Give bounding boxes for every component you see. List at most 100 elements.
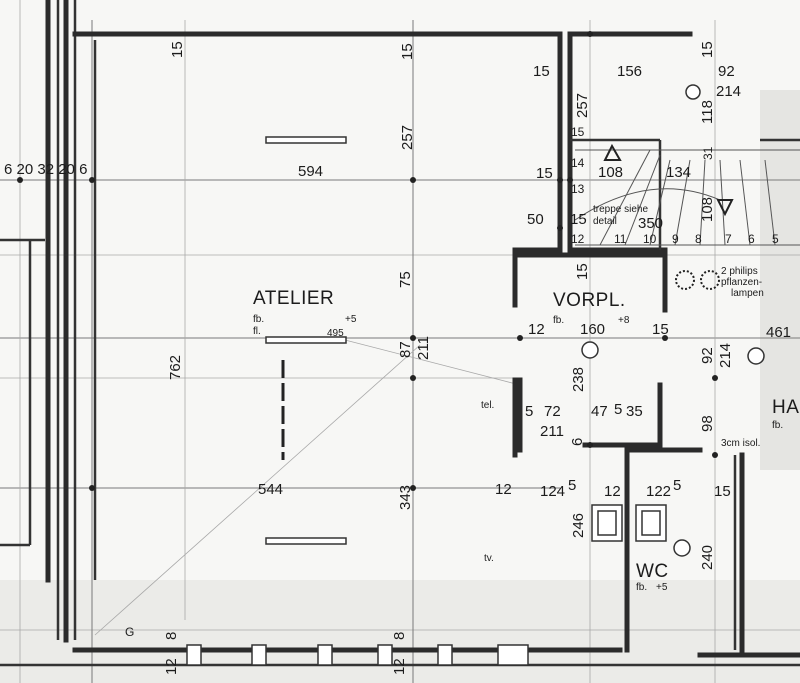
dim-label: 15	[169, 41, 186, 58]
room-name-vorpl: VORPL.	[553, 290, 626, 311]
skylight-bar	[265, 537, 347, 545]
dim-label: 15	[574, 263, 591, 280]
room-name-atelier: ATELIER	[253, 288, 334, 309]
dim-label: 8	[163, 632, 180, 640]
dim-label: 12	[163, 658, 180, 675]
lamp-note-line1: 2 philips	[721, 266, 758, 277]
dim-label: 156	[617, 63, 642, 80]
dim-label: 108	[598, 164, 623, 181]
dim-label: 246	[570, 513, 587, 538]
lamp-note-line2: pflanzen-	[721, 277, 762, 288]
dim-label: 343	[397, 485, 414, 510]
tv-outlet-label: tv.	[484, 553, 494, 564]
ceiling-light-icon	[673, 539, 691, 557]
dim-label: 8	[391, 632, 408, 640]
room-labels: ATELIER fb. +5 fl. 495 VORPL. fb. +8 WC …	[253, 288, 799, 593]
dim-label: 47	[591, 403, 608, 420]
window-jamb	[437, 644, 453, 666]
stair-down-arrow-icon	[716, 199, 734, 217]
dim-label: 12	[604, 483, 621, 500]
bottom-wall	[0, 644, 800, 667]
dimension-labels: 6 20 32 20 6 15 15 257 594 75 87 211 762…	[4, 41, 791, 675]
toilet-inner	[641, 510, 661, 536]
dim-label: 15	[699, 41, 716, 58]
dim-label: 762	[167, 355, 184, 380]
step-number: 12	[571, 232, 585, 246]
wc-fixtures	[581, 84, 765, 557]
dim-label: 12	[528, 321, 545, 338]
dim-label: 214	[717, 343, 734, 368]
dim-label: G	[125, 625, 134, 639]
vorpl-fb-value: +8	[618, 315, 630, 326]
step-number: 11	[614, 232, 627, 246]
dim-label: 257	[399, 125, 416, 150]
dim-label: 15	[536, 165, 553, 182]
dim-label: 15	[714, 483, 731, 500]
window-jamb	[377, 644, 393, 666]
step-number: 10	[643, 232, 657, 246]
atelier-fb-label: fb.	[253, 314, 264, 325]
dim-label: 240	[699, 545, 716, 570]
dim-label: 31	[701, 146, 715, 160]
step-number: 13	[571, 182, 585, 196]
tel-outlet-label: tel.	[481, 400, 494, 411]
dim-label: 5	[568, 477, 576, 494]
dim-label: 15	[533, 63, 550, 80]
stair-note-line1: treppe siehe	[593, 204, 648, 215]
wc-fb-label: fb.	[636, 582, 647, 593]
room-name-ha: HA	[772, 397, 799, 418]
dim-label: 5	[525, 403, 533, 420]
dim-label: 594	[298, 163, 323, 180]
ceiling-light-icon	[685, 84, 701, 100]
step-number: 7	[725, 232, 732, 246]
dim-label: 350	[638, 215, 663, 232]
wc-walls	[624, 447, 745, 653]
dim-label: 5	[673, 477, 681, 494]
step-number: 5	[772, 232, 779, 246]
dim-label: 118	[699, 100, 716, 124]
vorplatz-walls	[515, 252, 668, 453]
dim-label: 211	[415, 336, 432, 360]
wash-basin-inner	[597, 510, 617, 536]
dim-label: 238	[570, 367, 587, 392]
dim-label: 160	[580, 321, 605, 338]
atelier-fixtures	[265, 136, 347, 545]
left-wall	[0, 0, 77, 643]
atelier-fl-value: 495	[327, 328, 344, 339]
dim-label: 15	[570, 211, 587, 228]
dim-label: 15	[399, 43, 416, 60]
atelier-fb-value: +5	[345, 314, 357, 325]
dim-label: 75	[397, 271, 414, 288]
dim-label: 92	[718, 63, 735, 80]
dim-label: 134	[666, 164, 691, 181]
window-jamb	[497, 644, 529, 666]
dim-label: 6	[569, 438, 586, 446]
stair-up-arrow-icon	[603, 143, 622, 161]
dim-label: 92	[699, 347, 716, 364]
atelier-fl-label: fl.	[253, 326, 261, 337]
wc-fb-value: +5	[656, 582, 668, 593]
dim-label: 12	[495, 481, 512, 498]
dim-label: 5	[614, 401, 622, 418]
dim-label: 122	[646, 483, 671, 500]
atelier-walls	[72, 31, 563, 580]
isolation-note: 3cm isol.	[721, 438, 760, 449]
stair-note-line2: detail	[593, 216, 617, 227]
window-jamb	[251, 644, 267, 666]
notes: treppe siehe detail 2 philips pflanzen- …	[481, 204, 764, 564]
dim-label: 124	[540, 483, 565, 500]
dim-label: 35	[626, 403, 643, 420]
dim-label: 98	[699, 415, 716, 432]
dim-label: 87	[397, 341, 414, 358]
step-number: 8	[695, 232, 702, 246]
window-jamb	[317, 644, 333, 666]
dim-label: 50	[527, 211, 544, 228]
step-number: 9	[672, 232, 679, 246]
ha-fb-label: fb.	[772, 420, 783, 431]
dim-label: 257	[574, 93, 591, 118]
dim-label: 108	[699, 197, 716, 222]
skylight-bar	[265, 336, 347, 344]
